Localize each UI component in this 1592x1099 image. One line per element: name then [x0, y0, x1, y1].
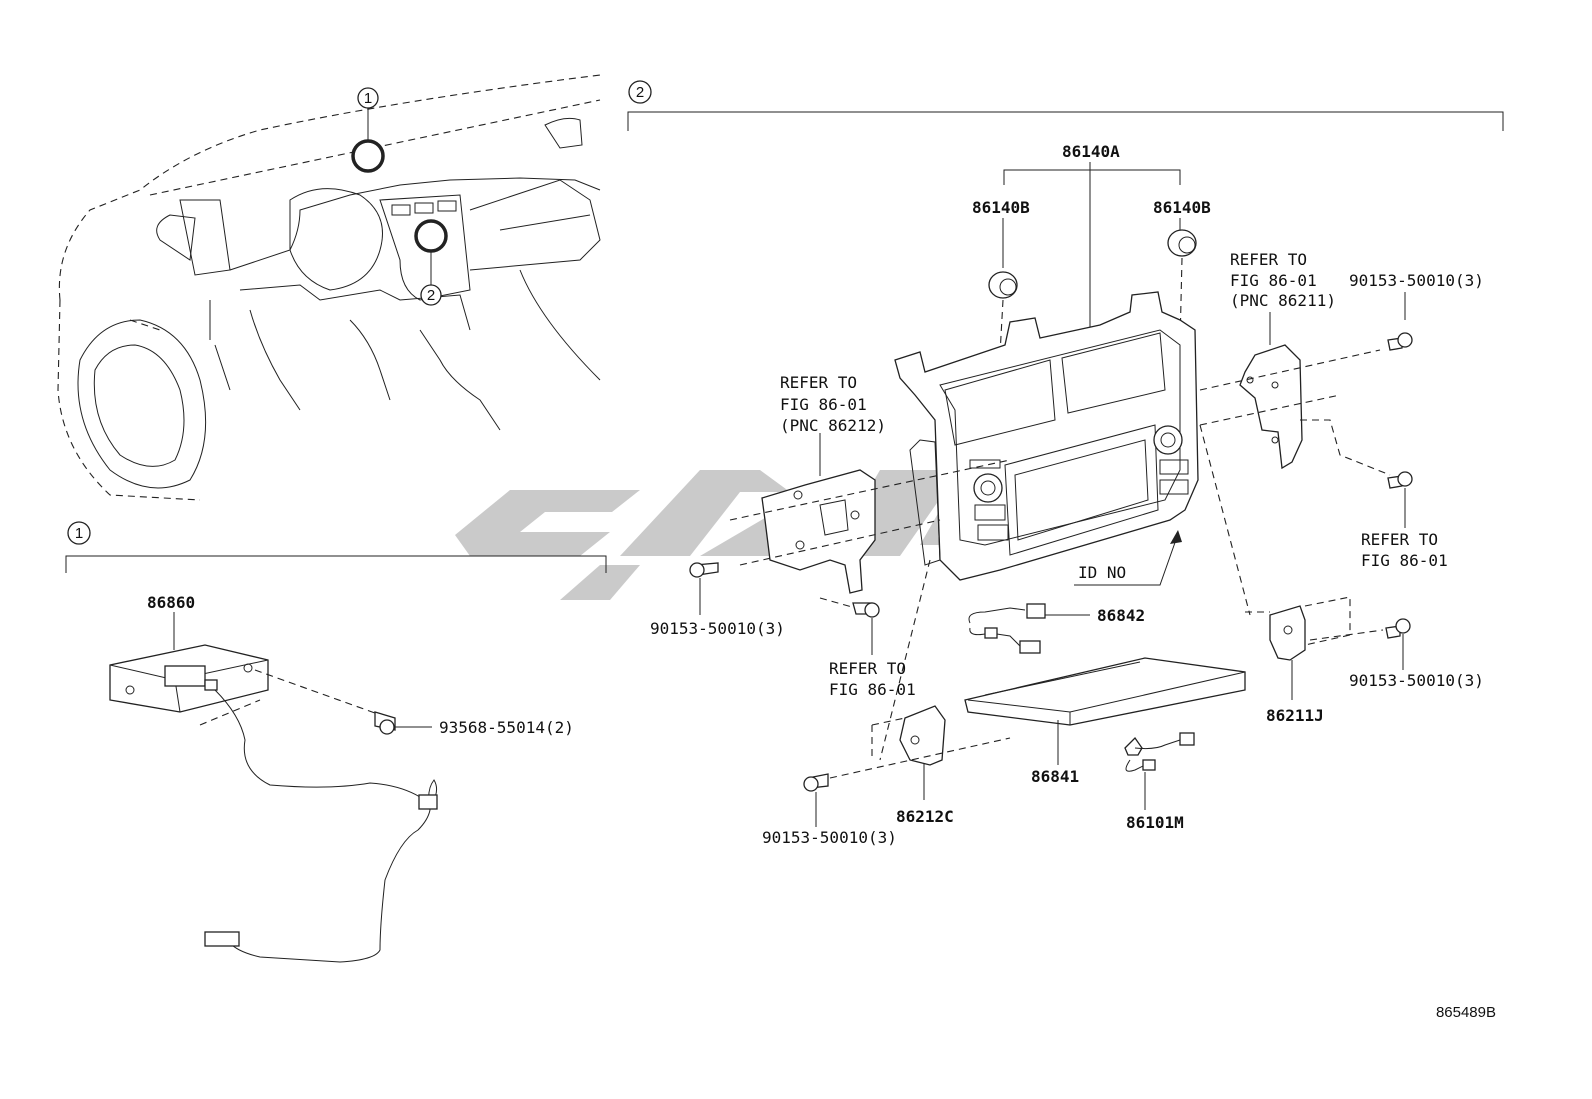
section-1-label: 1 [75, 525, 83, 542]
id-no-label: ID NO [1078, 563, 1126, 582]
bolt-bottom-left [803, 737, 1011, 827]
refer-right-1: REFER TO [1230, 250, 1307, 269]
refer-mid-1: REFER TO [829, 659, 906, 678]
part-86842-label: 86842 [1097, 606, 1145, 625]
part-86211J-label: 86211J [1266, 706, 1324, 725]
bolt-right-top-label: 90153-50010(3) [1349, 271, 1484, 290]
refer-right-3: (PNC 86211) [1230, 291, 1336, 310]
head-unit-panel [879, 291, 1199, 761]
section-2-bracket [627, 80, 1504, 131]
part-86101M-harness [1124, 732, 1195, 810]
refer-rb-2: FIG 86-01 [1361, 551, 1448, 570]
section-1-bracket [65, 521, 607, 573]
id-no-callout [1074, 530, 1182, 586]
bolt-mid-refer [852, 602, 880, 655]
bolt-right-bottom-label: 90153-50010(3) [1349, 671, 1484, 690]
part-86212C-bracket [871, 705, 946, 800]
part-86140A-label: 86140A [1062, 142, 1120, 161]
right-bracket [1199, 312, 1391, 616]
refer-left-3: (PNC 86212) [780, 416, 886, 435]
left-bracket [729, 433, 1011, 613]
refer-right-2: FIG 86-01 [1230, 271, 1317, 290]
part-86841-box [964, 657, 1246, 765]
bolt-right-bottom [1309, 618, 1411, 670]
figure-id: 865489B [1436, 1004, 1496, 1021]
bolt-right-top [1387, 292, 1413, 351]
section-2-label: 2 [636, 84, 644, 101]
part-86211J-bracket [1245, 596, 1351, 700]
car-interior-overview [57, 74, 601, 501]
part-86140B-left-label: 86140B [972, 198, 1030, 217]
part-86212C-label: 86212C [896, 807, 954, 826]
bolt-left-mid-label: 90153-50010(3) [650, 619, 785, 638]
refer-left-2: FIG 86-01 [780, 395, 867, 414]
callout-2-label: 2 [427, 287, 435, 304]
part-86842-harness [968, 603, 1090, 654]
refer-rb-1: REFER TO [1361, 530, 1438, 549]
refer-mid-2: FIG 86-01 [829, 680, 916, 699]
bolt-bottom-left-label: 90153-50010(3) [762, 828, 897, 847]
screw-93568 [374, 711, 432, 735]
part-86860-module [109, 644, 438, 963]
part-86140A-leaders [1002, 162, 1181, 330]
part-93568-label: 93568-55014(2) [439, 718, 574, 737]
bolt-left-mid [689, 562, 719, 615]
part-86841-label: 86841 [1031, 767, 1079, 786]
part-86101M-label: 86101M [1126, 813, 1184, 832]
bolt-right-refer [1387, 471, 1413, 528]
part-86140B-right-label: 86140B [1153, 198, 1211, 217]
part-86860-label: 86860 [147, 593, 195, 612]
callout-1-label: 1 [364, 90, 372, 107]
refer-left-1: REFER TO [780, 373, 857, 392]
